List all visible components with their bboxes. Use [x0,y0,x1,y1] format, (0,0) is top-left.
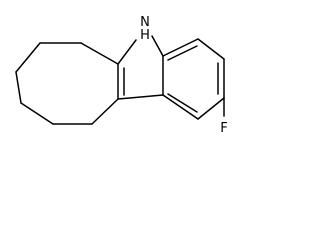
bond-c11-c12 [197,38,225,60]
fluorine-atom-label: F [220,121,227,136]
bond-c1-n [117,39,137,65]
bond-c5-c6 [20,102,54,125]
bond-n-c9 [151,35,164,57]
aromatic-double-bond-3 [167,93,198,113]
bond-c10-c8 [117,94,164,100]
bond-c3-c4 [15,42,41,73]
benzene-ring [162,38,225,120]
bond-c1-c2 [80,42,119,65]
bond-c9-c11 [162,38,199,57]
bond-c4-c5 [15,71,22,104]
pyrrole-ring [117,35,164,100]
bond-c14-c10 [162,94,199,120]
bond-c7-c8 [91,98,119,125]
bond-c13-c14 [197,97,225,120]
cycloheptane-ring [15,42,119,125]
aromatic-double-bond-1 [167,45,198,61]
